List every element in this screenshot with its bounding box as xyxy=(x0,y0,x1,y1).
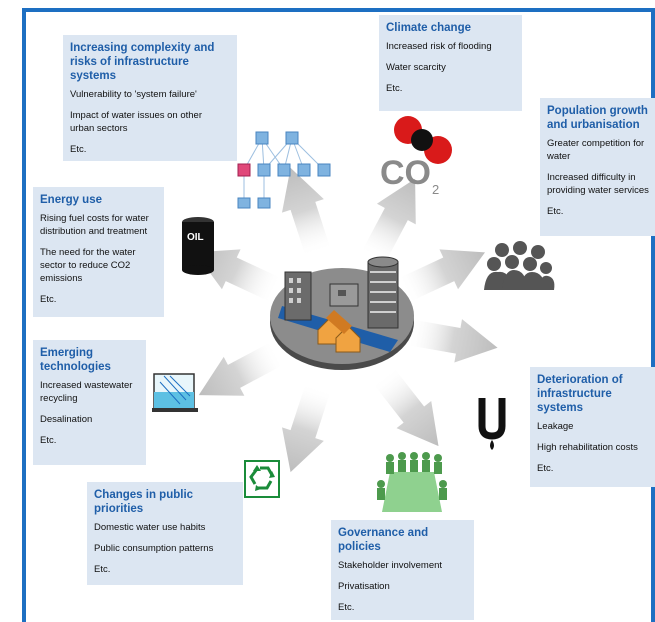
factor-item: Etc. xyxy=(40,435,57,446)
factor-item: Privatisation xyxy=(338,581,390,592)
factor-box-complexity: Increasing complexity and risks of infra… xyxy=(63,35,237,161)
factor-box-climate: Climate change Increased risk of floodin… xyxy=(379,15,522,111)
factor-box-energy: Energy use Rising fuel costs for water d… xyxy=(33,187,164,317)
factor-item: The need for the water sector to reduce … xyxy=(40,247,136,284)
arrow-from-climate xyxy=(281,382,331,473)
factor-box-population: Population growth and urbanisation Great… xyxy=(540,98,655,236)
factor-box-deterioration: Deterioration of infrastructure systems … xyxy=(530,367,655,487)
network-icon xyxy=(237,131,331,209)
factor-title: Changes in public priorities xyxy=(94,489,194,515)
meeting-table-icon xyxy=(377,452,447,512)
desalination-tank-icon xyxy=(152,373,198,412)
factor-box-technologies: Emerging technologies Increased wastewat… xyxy=(33,340,146,465)
factor-item: Desalination xyxy=(40,414,93,425)
city-illustration xyxy=(270,256,414,370)
leaking-pipe-icon xyxy=(478,398,506,450)
factor-item: Impact of water issues on other urban se… xyxy=(70,110,203,134)
arrow-from-population xyxy=(198,341,285,396)
factor-item: Increased difficulty in providing water … xyxy=(547,172,649,196)
frame-top-border xyxy=(22,8,655,12)
arrow-from-deterioration xyxy=(194,249,283,303)
factor-item: Rising fuel costs for water distribution… xyxy=(40,213,149,237)
factor-box-priorities: Changes in public priorities Domestic wa… xyxy=(87,482,243,585)
co2-label: CO xyxy=(380,154,431,192)
factor-item: Vulnerability to 'system failure' xyxy=(70,89,197,100)
factor-title: Climate change xyxy=(386,22,471,34)
factor-title: Energy use xyxy=(40,194,102,206)
factor-item: Greater competition for water xyxy=(547,138,645,162)
factor-box-governance: Governance and policies Stakeholder invo… xyxy=(331,520,474,620)
factor-item: Etc. xyxy=(537,463,554,474)
factor-title: Population growth and urbanisation xyxy=(547,105,648,131)
factor-item: Water scarcity xyxy=(386,62,446,73)
factor-item: Stakeholder involvement xyxy=(338,560,443,571)
recycle-icon xyxy=(244,460,280,498)
factor-title: Increasing complexity and risks of infra… xyxy=(70,42,215,82)
people-group-icon xyxy=(484,241,555,290)
factor-item: Etc. xyxy=(94,564,111,575)
arrow-from-priorities xyxy=(361,178,416,265)
arrow-from-technologies xyxy=(397,249,486,303)
oil-label: OIL xyxy=(187,232,204,243)
factor-item: Leakage xyxy=(537,421,574,432)
frame-left-border xyxy=(22,8,26,622)
co2-molecule-icon: CO 2 xyxy=(380,116,452,196)
factor-item: Increased wastewater recycling xyxy=(40,380,133,404)
factor-item: Domestic water use habits xyxy=(94,522,206,533)
factor-item: Etc. xyxy=(547,206,564,217)
factor-item: High rehabilitation costs xyxy=(537,442,638,453)
factor-item: Etc. xyxy=(40,294,57,305)
frame-right-border xyxy=(651,8,655,622)
oil-barrel-icon: OIL xyxy=(182,217,214,275)
arrow-from-energy xyxy=(406,319,498,363)
factor-item: Increased risk of flooding xyxy=(386,41,492,52)
co2-subscript: 2 xyxy=(432,182,439,196)
arrow-from-governance xyxy=(281,167,331,258)
factor-item: Public consumption patterns xyxy=(94,543,214,554)
factor-title: Deterioration of infrastructure systems xyxy=(537,374,623,414)
factor-item: Etc. xyxy=(386,83,403,94)
factor-item: Etc. xyxy=(338,602,355,613)
factor-title: Governance and policies xyxy=(338,527,429,553)
factor-title: Emerging technologies xyxy=(40,347,111,373)
factor-item: Etc. xyxy=(70,144,87,155)
arrow-from-complexity xyxy=(372,367,439,447)
